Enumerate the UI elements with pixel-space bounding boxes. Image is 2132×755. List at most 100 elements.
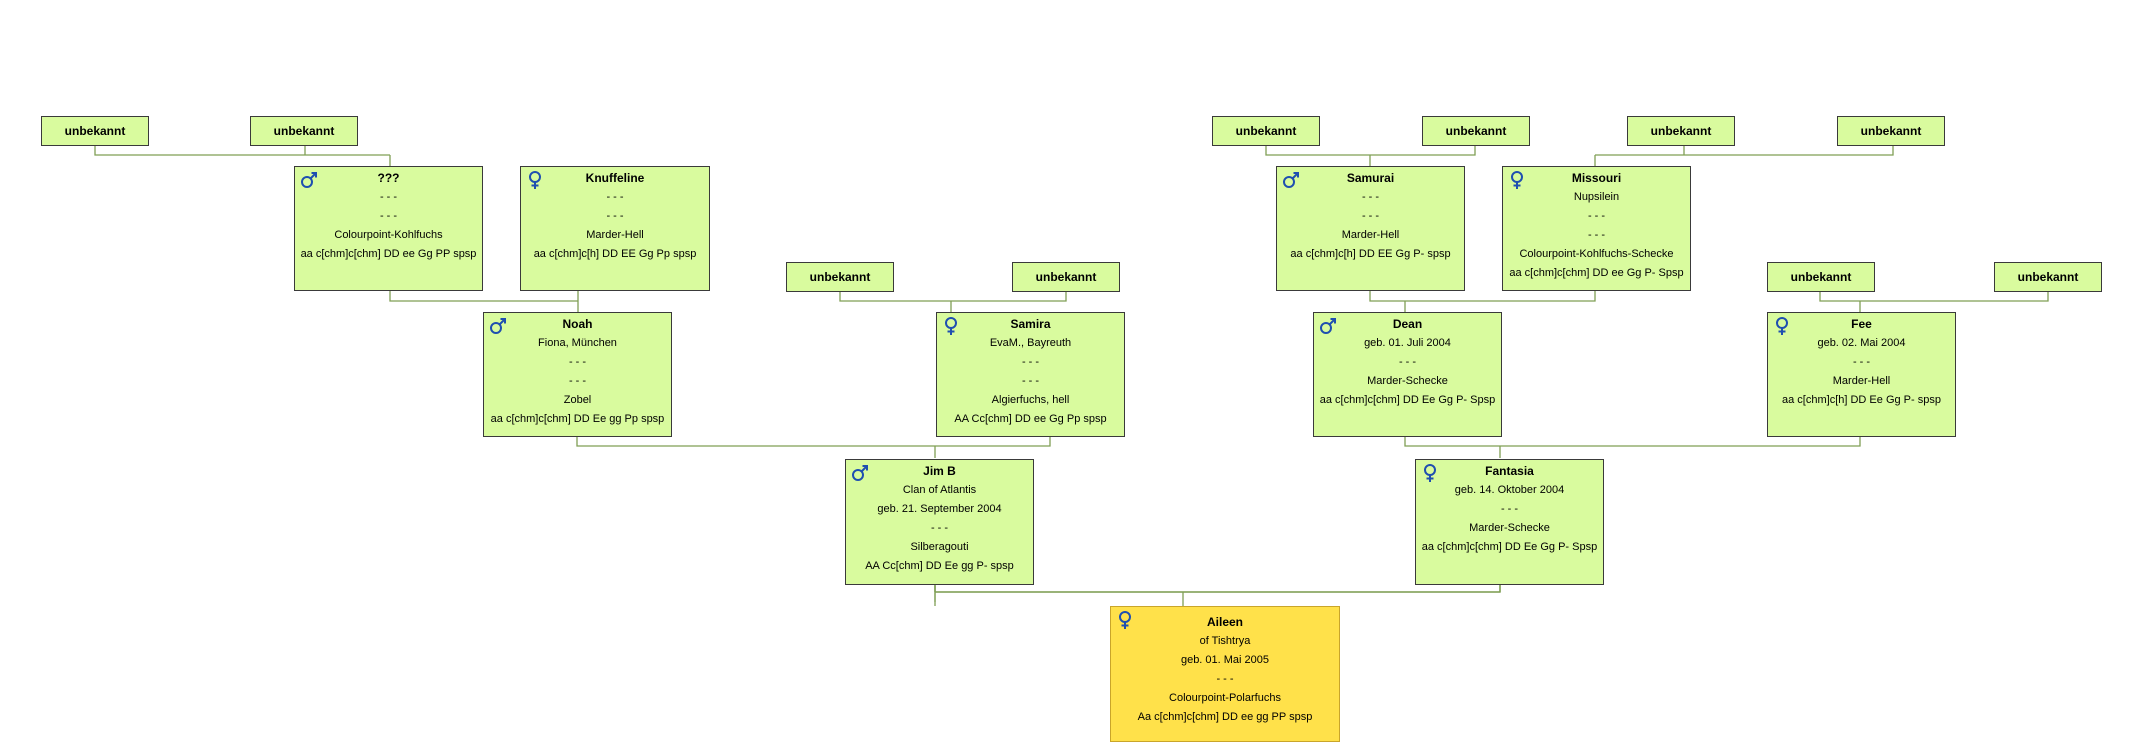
parent-node-jim-b[interactable]: Jim B Clan of Atlantis geb. 21. Septembe… [845, 459, 1034, 585]
female-symbol-icon [1511, 171, 1523, 189]
female-symbol-icon [945, 317, 957, 335]
animal-line: EvaM., Bayreuth [989, 337, 1072, 349]
animal-line: - - - [379, 191, 398, 203]
unknown-ancestor-node[interactable]: unbekannt [1837, 116, 1945, 146]
unknown-ancestor-node[interactable]: unbekannt [41, 116, 149, 146]
target-animal-node-aileen[interactable]: Aileen of Tishtrya geb. 01. Mai 2005 - -… [1110, 606, 1340, 742]
grandparent-node-dean[interactable]: Dean geb. 01. Juli 2004 - - - Marder-Sch… [1313, 312, 1502, 437]
unknown-ancestor-node[interactable]: unbekannt [1422, 116, 1530, 146]
animal-line: aa c[chm]c[h] DD Ee Gg P- spsp [1782, 394, 1941, 406]
unknown-ancestor-label: unbekannt [1445, 124, 1507, 138]
unknown-ancestor-node[interactable]: unbekannt [1767, 262, 1875, 292]
animal-line: - - - [1361, 210, 1380, 222]
animal-line: - - - [606, 191, 624, 203]
animal-line: Zobel [563, 394, 592, 406]
animal-line: - - - [1852, 356, 1871, 368]
animal-line: Marder-Hell [586, 229, 644, 241]
animal-line: Clan of Atlantis [902, 484, 977, 496]
animal-name: Jim B [923, 464, 956, 478]
unknown-ancestor-node[interactable]: unbekannt [786, 262, 894, 292]
great-grandparent-node-knuffeline[interactable]: Knuffeline - - - - - - Marder-Hell aa c[… [520, 166, 710, 291]
unknown-ancestor-label: unbekannt [1035, 270, 1097, 284]
male-symbol-icon [301, 172, 317, 188]
animal-line: geb. 21. September 2004 [877, 503, 1002, 515]
animal-line: AA Cc[chm] DD ee Gg Pp spsp [954, 413, 1107, 425]
animal-line: Colourpoint-Kohlfuchs [334, 229, 443, 241]
animal-line: geb. 01. Juli 2004 [1364, 337, 1451, 349]
unknown-ancestor-node[interactable]: unbekannt [1212, 116, 1320, 146]
parent-node-fantasia[interactable]: Fantasia geb. 14. Oktober 2004 - - - Mar… [1415, 459, 1604, 585]
unknown-ancestor-label: unbekannt [1790, 270, 1852, 284]
unknown-ancestor-label: unbekannt [1860, 124, 1922, 138]
unknown-ancestor-node[interactable]: unbekannt [1012, 262, 1120, 292]
animal-name: Fee [1851, 317, 1872, 331]
animal-line: - - - [1216, 673, 1234, 685]
animal-line: Silberagouti [910, 541, 969, 553]
animal-name: Missouri [1571, 171, 1622, 185]
animal-line: - - - [379, 210, 398, 222]
animal-line: of Tishtrya [1199, 635, 1251, 647]
animal-line: Algierfuchs, hell [991, 394, 1070, 406]
animal-name: Fantasia [1485, 464, 1534, 478]
animal-line: Nupsilein [1573, 191, 1620, 203]
unknown-ancestor-node[interactable]: unbekannt [1627, 116, 1735, 146]
animal-line: aa c[chm]c[chm] DD ee Gg PP spsp [300, 248, 477, 260]
female-symbol-icon [1119, 611, 1131, 629]
grandparent-node-fee[interactable]: Fee geb. 02. Mai 2004 - - - Marder-Hell … [1767, 312, 1956, 437]
animal-line: - - - [1500, 503, 1519, 515]
unknown-ancestor-label: unbekannt [273, 124, 335, 138]
great-grandparent-node-samurai[interactable]: Samurai - - - - - - Marder-Hell aa c[chm… [1276, 166, 1465, 291]
animal-name: Dean [1392, 317, 1423, 331]
animal-line: aa c[chm]c[h] DD EE Gg P- spsp [1290, 248, 1451, 260]
animal-line: aa c[chm]c[chm] DD Ee gg Pp spsp [490, 413, 665, 425]
animal-name: Samira [1010, 317, 1051, 331]
animal-name: Aileen [1206, 615, 1243, 629]
animal-line: aa c[chm]c[chm] DD ee Gg P- Spsp [1509, 267, 1684, 279]
male-symbol-icon [1283, 172, 1299, 188]
animal-line: - - - [1398, 356, 1417, 368]
unknown-ancestor-label: unbekannt [1235, 124, 1297, 138]
grandparent-node-samira[interactable]: Samira EvaM., Bayreuth - - - - - - Algie… [936, 312, 1125, 437]
great-grandparent-node-missouri[interactable]: Missouri Nupsilein - - - - - - Colourpoi… [1502, 166, 1691, 291]
animal-name: Knuffeline [585, 171, 645, 185]
animal-name: ??? [377, 171, 400, 185]
animal-line: geb. 02. Mai 2004 [1817, 337, 1906, 349]
animal-line: - - - [1021, 356, 1040, 368]
animal-line: geb. 14. Oktober 2004 [1454, 484, 1565, 496]
animal-line: - - - [568, 356, 587, 368]
grandparent-node-noah[interactable]: Noah Fiona, München - - - - - - Zobel aa… [483, 312, 672, 437]
unknown-ancestor-label: unbekannt [1650, 124, 1712, 138]
animal-line: aa c[chm]c[chm] DD Ee Gg P- Spsp [1319, 394, 1496, 406]
great-grandparent-node-unknown-sire[interactable]: ??? - - - - - - Colourpoint-Kohlfuchs aa… [294, 166, 483, 291]
male-symbol-icon [1320, 318, 1336, 334]
animal-line: - - - [930, 522, 949, 534]
unknown-ancestor-label: unbekannt [809, 270, 871, 284]
unknown-ancestor-node[interactable]: unbekannt [250, 116, 358, 146]
unknown-ancestor-label: unbekannt [2017, 270, 2079, 284]
animal-line: aa c[chm]c[chm] DD Ee Gg P- Spsp [1421, 541, 1598, 553]
animal-line: Marder-Hell [1832, 375, 1891, 387]
animal-line: geb. 01. Mai 2005 [1180, 654, 1270, 666]
animal-name: Noah [562, 317, 593, 331]
animal-line: Marder-Schecke [1469, 522, 1550, 534]
unknown-ancestor-label: unbekannt [64, 124, 126, 138]
female-symbol-icon [529, 171, 541, 189]
male-symbol-icon [852, 465, 868, 481]
animal-line: Colourpoint-Kohlfuchs-Schecke [1519, 248, 1674, 260]
animal-line: - - - [606, 210, 624, 222]
animal-line: AA Cc[chm] DD Ee gg P- spsp [865, 560, 1014, 572]
unknown-ancestor-node[interactable]: unbekannt [1994, 262, 2102, 292]
animal-line: Marder-Schecke [1367, 375, 1448, 387]
female-symbol-icon [1424, 464, 1436, 482]
animal-line: - - - [1587, 229, 1606, 241]
male-symbol-icon [490, 318, 506, 334]
animal-line: Fiona, München [538, 337, 617, 349]
animal-line: Marder-Hell [1341, 229, 1400, 241]
animal-line: - - - [1587, 210, 1606, 222]
animal-line: - - - [1361, 191, 1380, 203]
animal-line: Colourpoint-Polarfuchs [1169, 692, 1281, 704]
animal-line: Aa c[chm]c[chm] DD ee gg PP spsp [1137, 711, 1313, 723]
animal-line: aa c[chm]c[h] DD EE Gg Pp spsp [533, 248, 697, 260]
